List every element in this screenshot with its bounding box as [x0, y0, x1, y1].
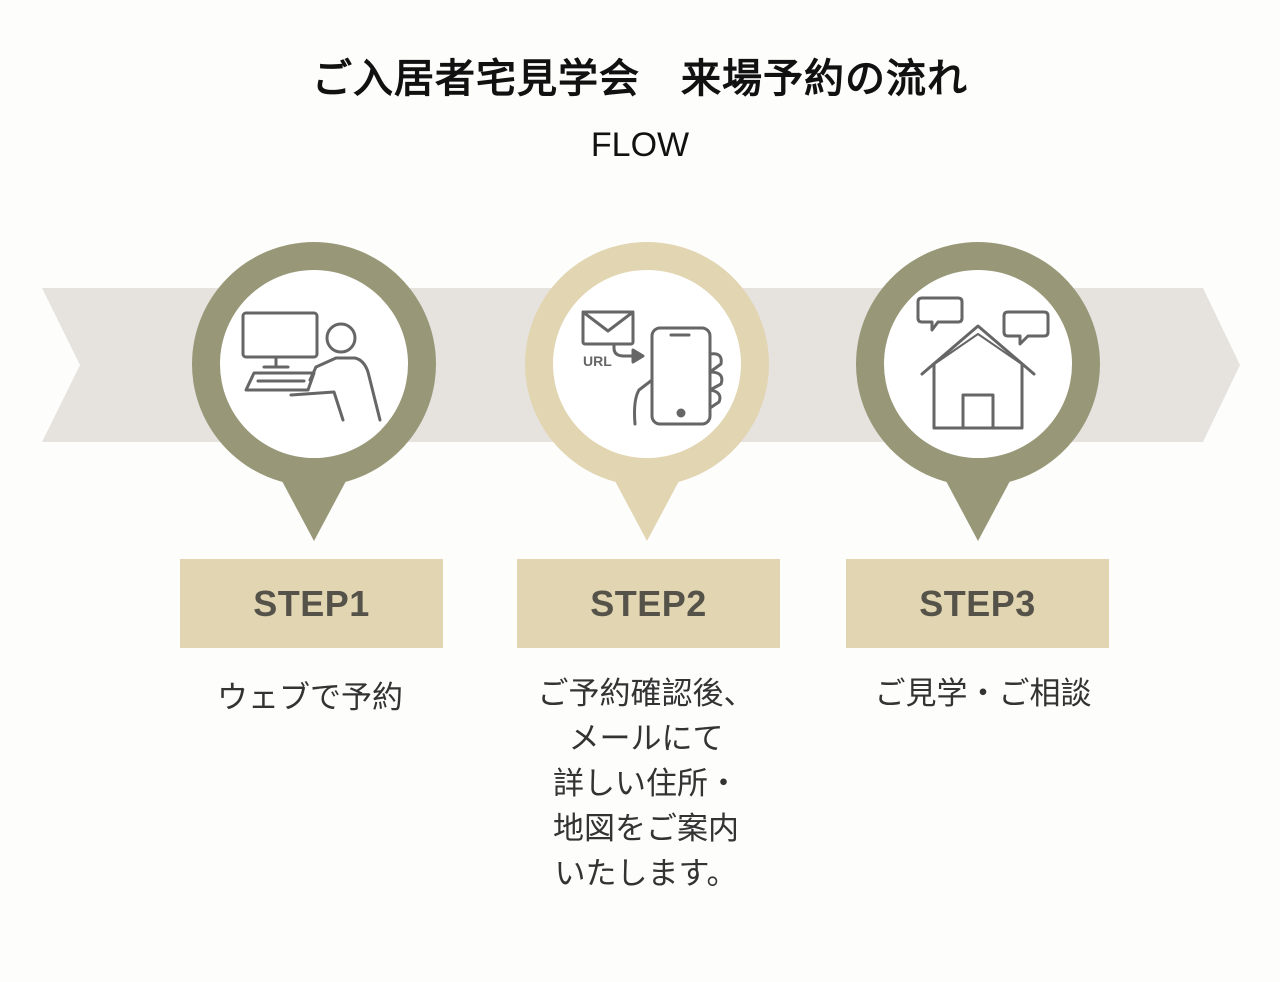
step3-description: ご見学・ご相談 [874, 676, 1092, 712]
step1-pin [192, 242, 436, 541]
step3-pin [856, 242, 1100, 541]
page-subtitle: FLOW [590, 126, 690, 164]
step3-label: STEP3 [846, 559, 1109, 648]
page-title: ご入居者宅見学会 来場予約の流れ [312, 56, 968, 102]
step1-label: STEP1 [180, 559, 443, 648]
step2-pin: URL [525, 242, 769, 541]
house-chat-icon [916, 296, 1050, 430]
step1-description: ウェブで予約 [217, 680, 403, 716]
step2-description: ご予約確認後、 メールにて 詳しい住所・ 地図をご案内 いたします。 [537, 676, 755, 892]
step2-label: STEP2 [517, 559, 780, 648]
mail-to-phone-icon [581, 310, 724, 426]
computer-user-icon [241, 311, 382, 422]
url-icon-label: URL [583, 353, 612, 369]
